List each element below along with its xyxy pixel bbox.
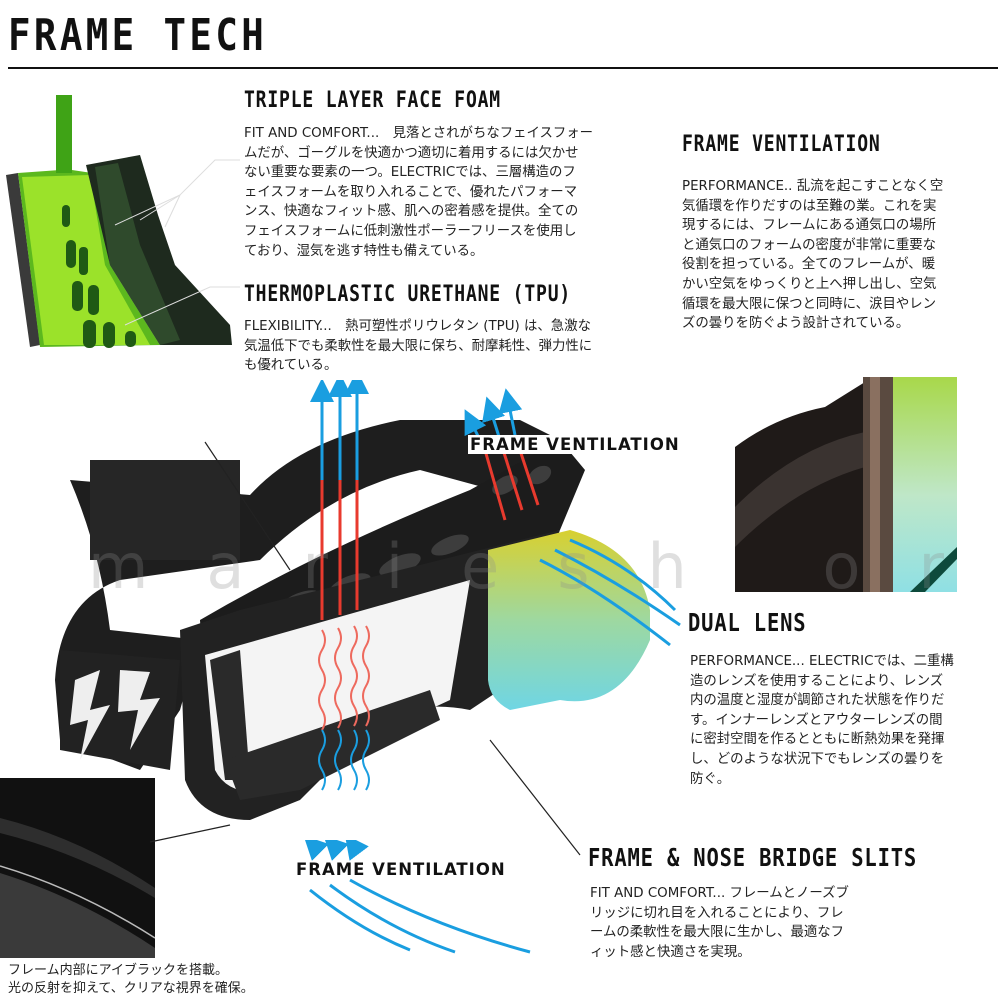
eye-black-closeup-image [0,778,155,958]
dual-lens-heading: DUAL LENS [688,608,807,637]
goggle-diagram [0,380,700,860]
eye-black-callout-line [150,820,240,850]
text-line: 造のレンズを使用することにより、レンズ [690,673,944,689]
text-line: フェイスフォームに低刺激性ポーラーフリースを使用し [244,223,577,239]
tpu-description: FLEXIBILITY... 熱可塑性ポリウレタン (TPU) は、急激な 気温… [244,317,664,376]
top-vent-label: FRAME VENTILATION [468,435,682,454]
text-line: と通気口のフォームの密度が非常に重要な [682,237,937,253]
text-line: 防ぐ。 [690,771,731,787]
face-foam-illustration [0,95,240,365]
text-line: 光の反射を抑えて、クリアな視界を確保。 [8,981,254,996]
text-line: ィット感と快適さを実現。 [590,944,751,960]
text-line: ており、湿気を逃す特性も備えている。 [244,243,484,259]
text-line: リッジに切れ目を入れることにより、フレ [590,905,844,921]
text-line: ェイスフォームを取り入れることで、優れたパフォーマ [244,184,578,200]
text-line: 役割を担っている。全てのフレームが、暖 [682,257,936,273]
text-line: PERFORMANCE... ELECTRICでは、二重構 [690,654,954,669]
title-divider [8,67,998,69]
dual-lens-closeup-image [735,377,957,592]
text-line: ない重要な要素の一つ。ELECTRICでは、三層構造のフ [244,165,576,181]
tpu-heading: THERMOPLASTIC URETHANE (TPU) [244,282,572,307]
text-line: フレーム内部にアイブラックを搭載。 [8,963,228,978]
text-line: 現するには、フレームにある通気口の場所 [682,218,937,234]
text-line: す。インナーレンズとアウターレンズの間 [690,712,943,728]
text-line: FIT AND COMFORT... 見落とされがちなフェイスフォー [244,126,594,141]
text-line: かい空気をゆっくりと上へ押し出し、空気 [682,276,937,292]
text-line: 循環を最大限に保つと同時に、涙目やレン [682,296,937,312]
face-foam-heading: TRIPLE LAYER FACE FOAM [244,88,501,113]
text-line: FIT AND COMFORT... フレームとノーズブ [590,886,849,901]
eye-black-caption: フレーム内部にアイブラックを搭載。 光の反射を抑えて、クリアな視界を確保。 [8,962,254,998]
bottom-vent-label: FRAME VENTILATION [296,860,506,879]
bottom-vent-arrows [300,840,600,960]
frame-ventilation-heading: FRAME VENTILATION [682,132,881,157]
frame-ventilation-description: PERFORMANCE.. 乱流を起こすことなく空 気循環を作りだすのは至難の業… [682,177,1002,334]
text-line: 気循環を作りだすのは至難の業。これを実 [682,198,937,214]
text-line: も優れている。 [244,358,338,374]
text-line: PERFORMANCE.. 乱流を起こすことなく空 [682,179,944,194]
text-line: ンス、快適なフィット感、肌への密着感を提供。全ての [244,204,579,220]
watermark-text: mariesh or [88,530,1002,603]
face-foam-description: FIT AND COMFORT... 見落とされがちなフェイスフォー ムだが、ゴ… [244,124,664,261]
text-line: 内の温度と湿度が調節された状態を作りだ [690,693,945,709]
text-line: ムだが、ゴーグルを快適かつ適切に着用するには欠かせ [244,145,579,161]
text-line: 気温低下でも柔軟性を最大限に保ち、耐摩耗性、弾力性に [244,338,593,354]
text-line: ームの柔軟性を最大限に生かし、最適なフ [590,925,845,941]
dual-lens-description: PERFORMANCE... ELECTRICでは、二重構 造のレンズを使用する… [690,652,1005,789]
text-line: し、どのような状況下でもレンズの曇りを [690,751,945,767]
text-line: FLEXIBILITY... 熱可塑性ポリウレタン (TPU) は、急激な [244,319,591,334]
nose-bridge-description: FIT AND COMFORT... フレームとノーズブ リッジに切れ目を入れる… [590,884,910,962]
text-line: に密封空間を作るとともに断熱効果を発揮 [690,732,945,748]
page-title: FRAME TECH [8,10,268,61]
text-line: ズの曇りを防ぐよう設計されている。 [682,316,910,332]
nose-bridge-heading: FRAME & NOSE BRIDGE SLITS [588,843,918,872]
